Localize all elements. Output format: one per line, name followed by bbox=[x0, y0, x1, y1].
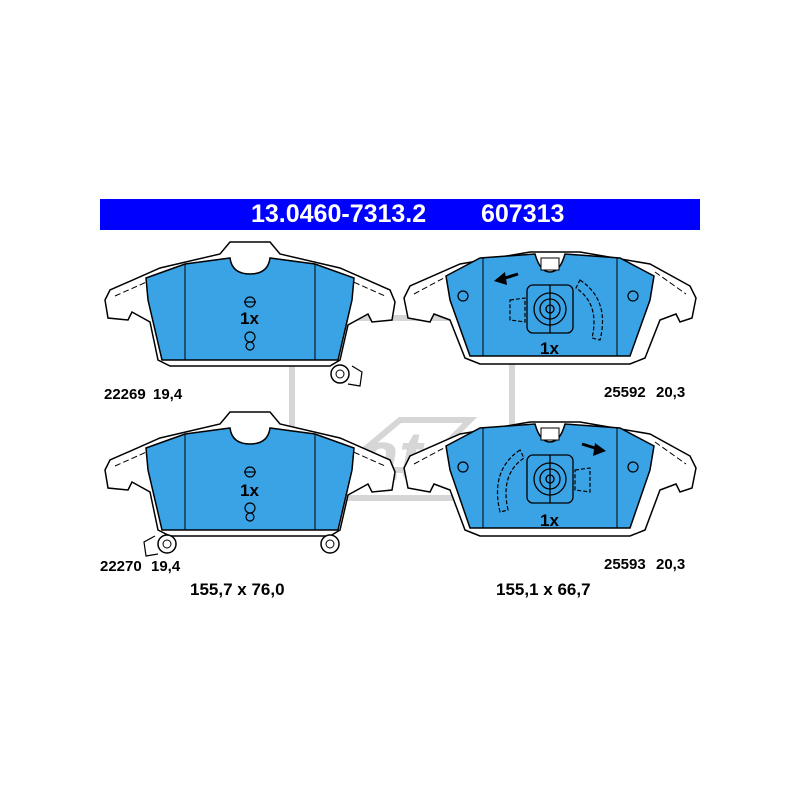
pad-part-number: 25592 bbox=[604, 384, 646, 401]
header-banner: 13.0460-7313.2 607313 bbox=[100, 199, 700, 230]
direction-arrow-icon bbox=[581, 442, 606, 456]
dimension-right: 155,1 x 66,7 bbox=[496, 580, 591, 599]
quantity-label: 1x bbox=[240, 481, 259, 500]
direction-arrow-icon bbox=[494, 272, 519, 285]
friction-pad bbox=[145, 257, 355, 361]
quantity-label: 1x bbox=[540, 511, 559, 530]
friction-pad bbox=[145, 427, 355, 531]
wear-indicator-icon bbox=[244, 466, 256, 522]
quantity-label: 1x bbox=[540, 339, 559, 358]
pad-thickness: 19,4 bbox=[151, 558, 181, 575]
dimension-left: 155,7 x 76,0 bbox=[190, 580, 285, 599]
pad-part-number: 22269 bbox=[104, 386, 146, 403]
pad-part-number: 22270 bbox=[100, 558, 142, 575]
quantity-label: 1x bbox=[240, 309, 259, 328]
pad-thickness: 20,3 bbox=[656, 384, 686, 401]
pad-thickness: 20,3 bbox=[656, 556, 686, 573]
part-number: 13.0460-7313.2 bbox=[251, 200, 427, 228]
wear-indicator-icon bbox=[244, 296, 256, 351]
pad-part-number: 25593 bbox=[604, 556, 646, 573]
pad-thickness: 19,4 bbox=[153, 386, 183, 403]
alt-number: 607313 bbox=[481, 200, 565, 228]
